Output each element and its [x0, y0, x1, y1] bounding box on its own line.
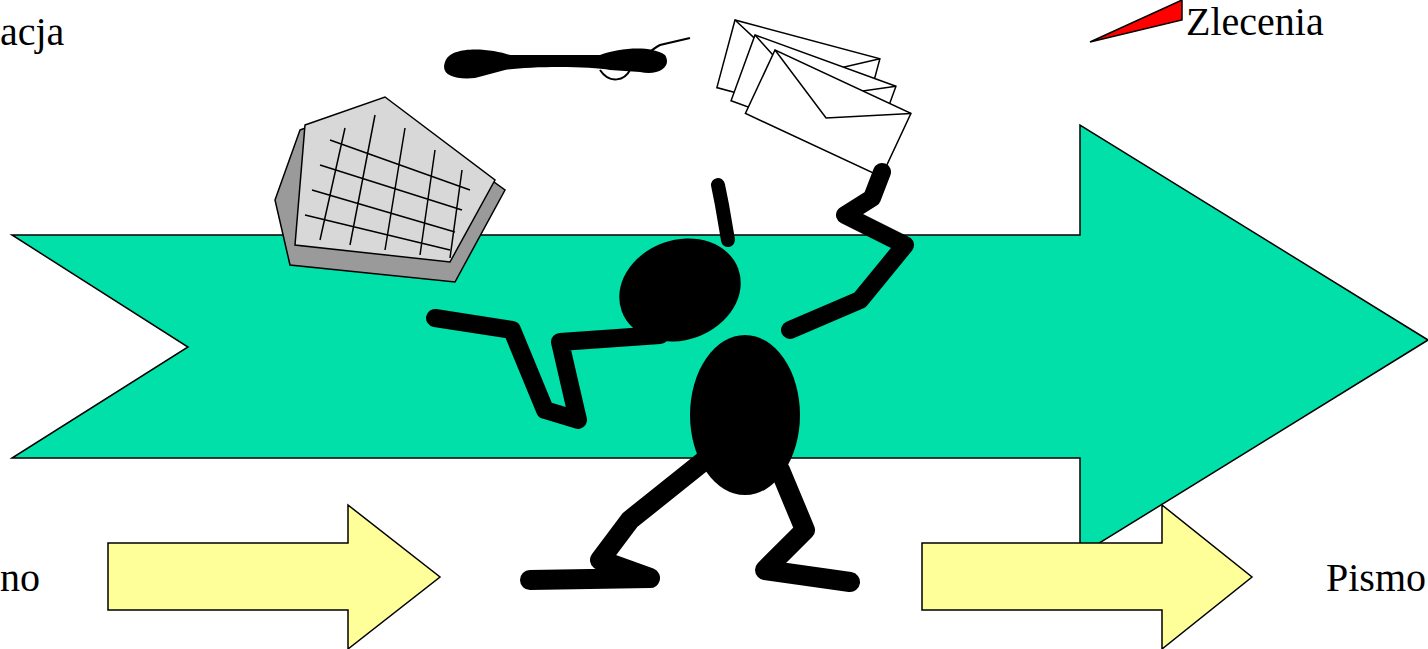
- figure-left-leg: [530, 460, 705, 580]
- flow-arrow: [12, 125, 1428, 555]
- phone-handset: [444, 49, 667, 79]
- figure-right-arm: [790, 172, 905, 330]
- input-arrow: [108, 505, 440, 649]
- envelope: [745, 50, 911, 177]
- figure-antenna: [718, 185, 728, 240]
- output-arrow: [922, 505, 1252, 649]
- juggler-figure: [435, 172, 905, 582]
- red-arrow: [1090, 0, 1182, 42]
- phone-icon: [444, 38, 690, 79]
- label-text: acja: [0, 10, 64, 54]
- envelope-flap: [758, 50, 911, 150]
- label-text: Zlecenia: [1186, 0, 1324, 44]
- keyboard-icon: [275, 97, 505, 282]
- envelopes-icon: [717, 20, 911, 177]
- label-text: no: [0, 556, 40, 600]
- keyboard-top: [295, 97, 495, 262]
- phone-cord: [600, 38, 690, 79]
- keyboard-grid: [305, 115, 470, 258]
- figure-left-arm: [435, 318, 660, 420]
- label-text: Pismo: [1326, 556, 1426, 600]
- figure-right-leg: [765, 470, 850, 582]
